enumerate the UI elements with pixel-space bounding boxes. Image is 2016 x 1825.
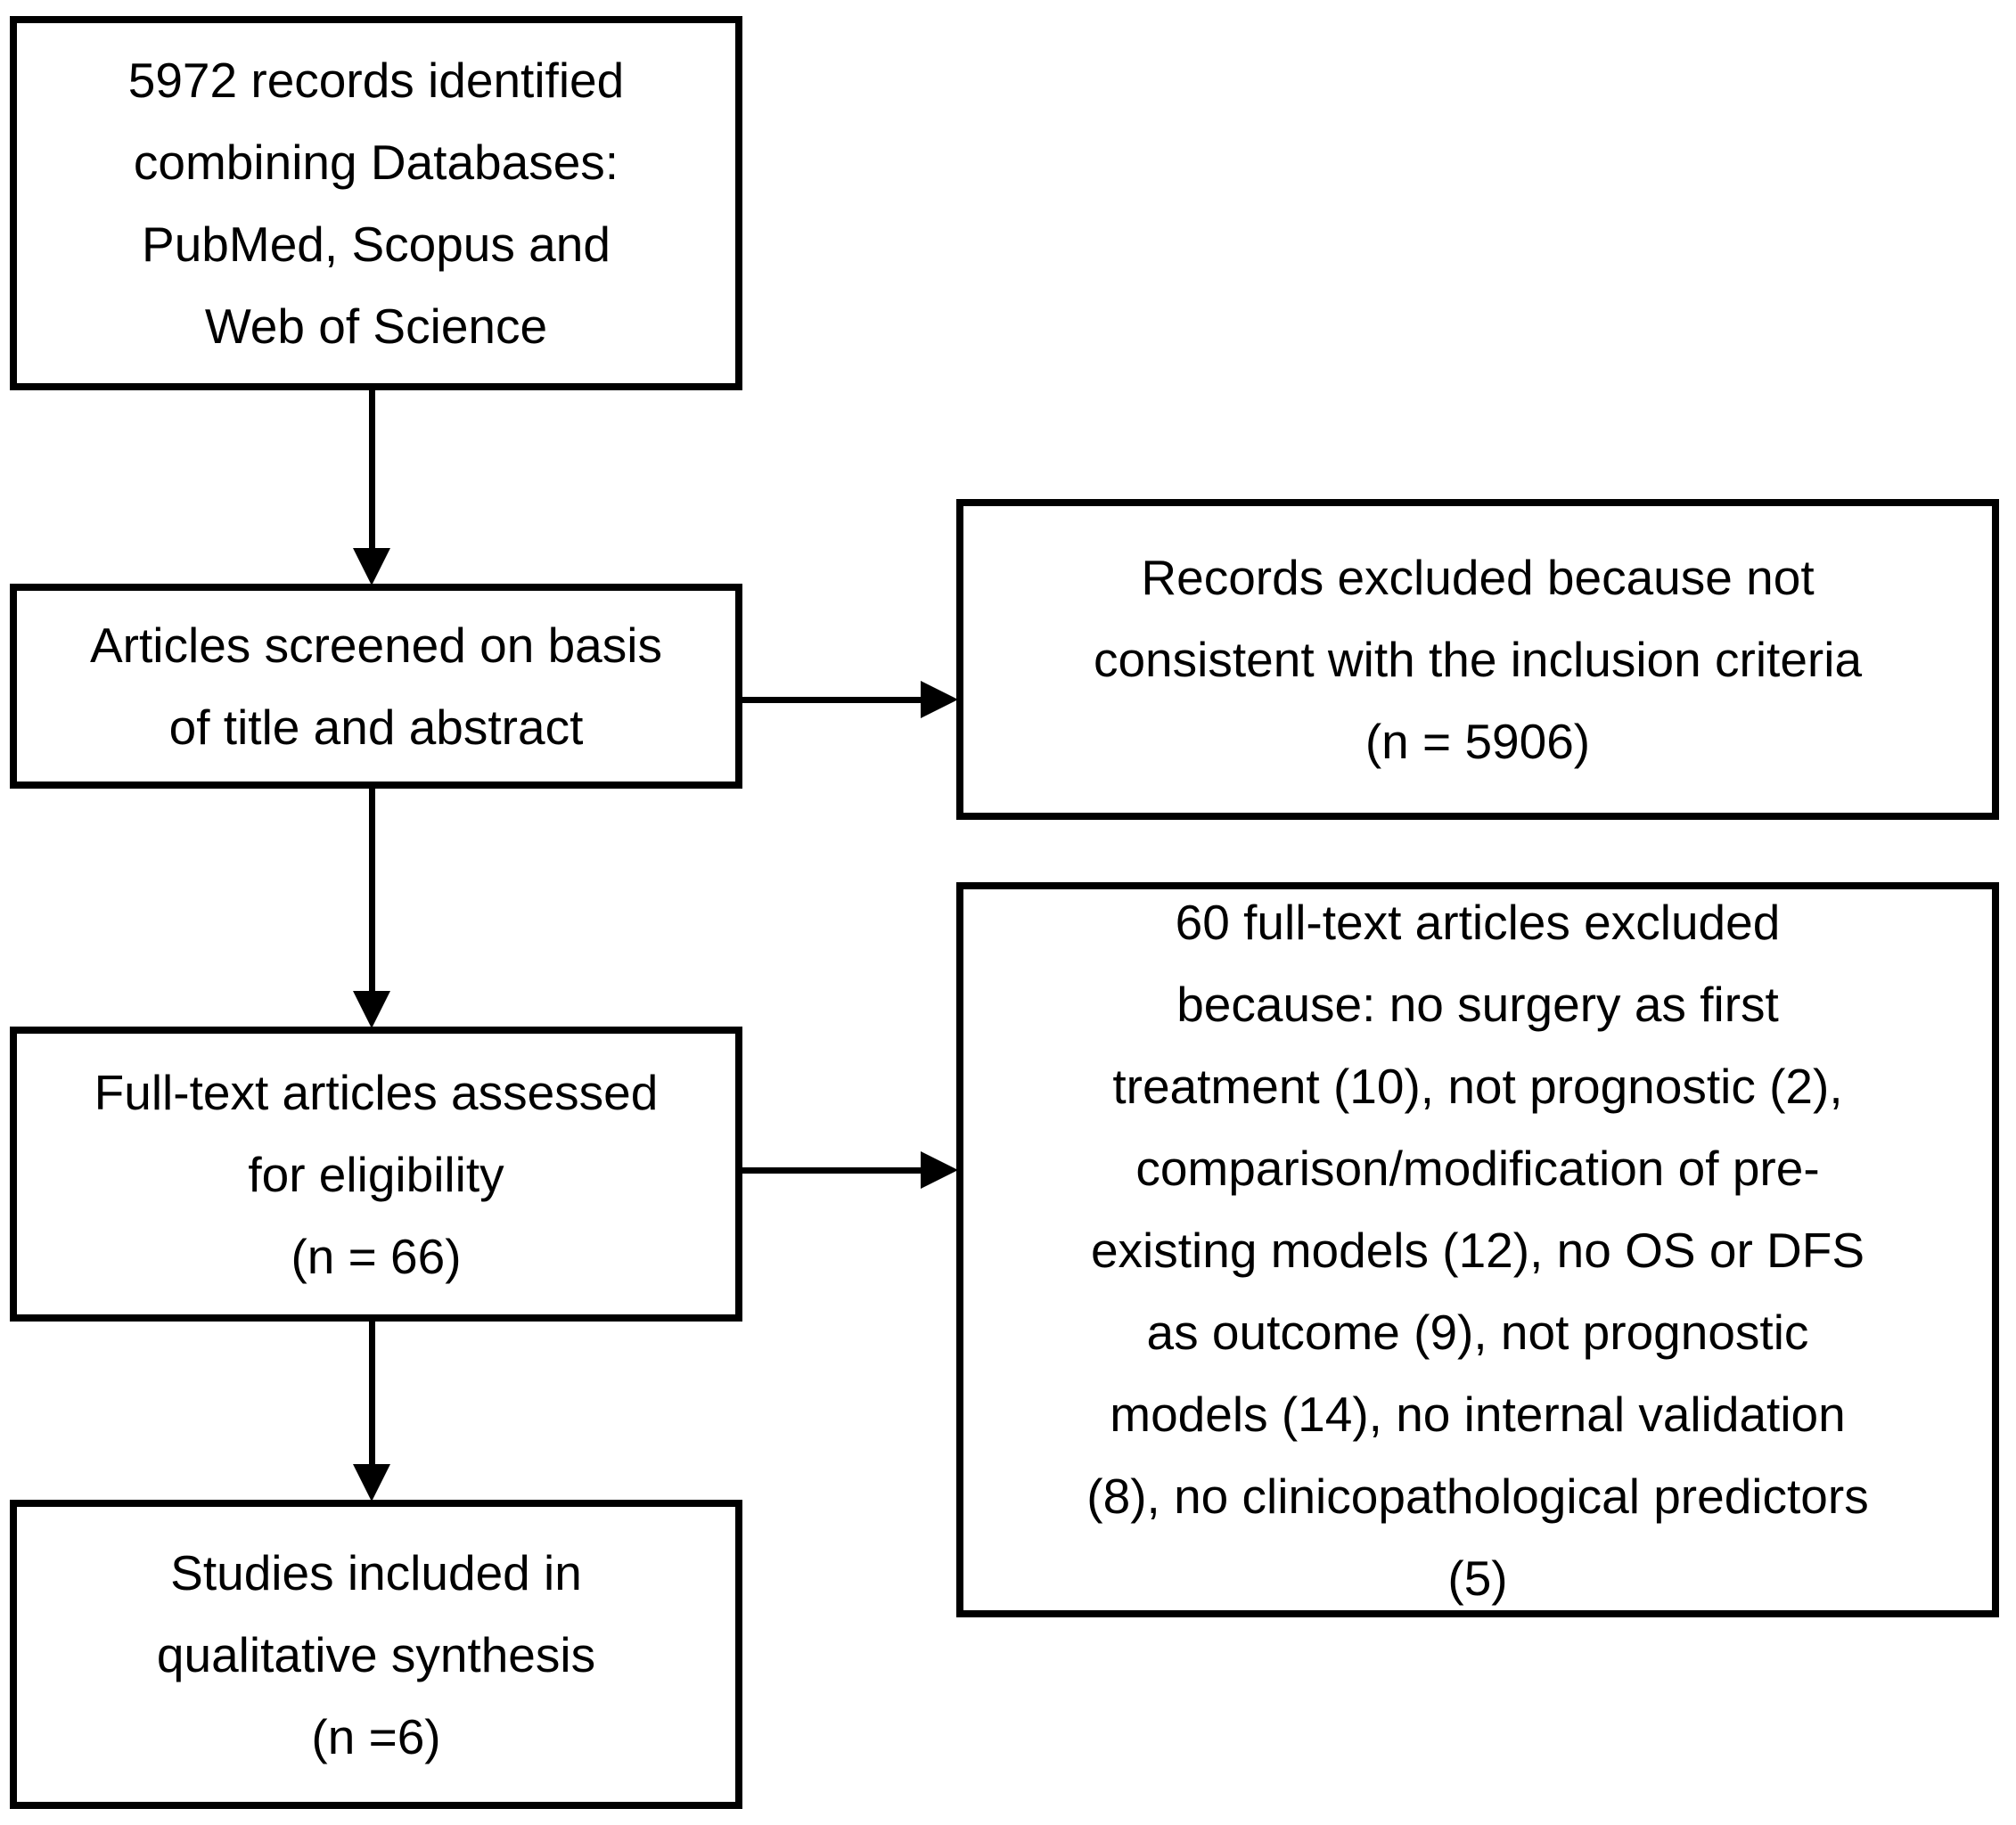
flow-box-included: Studies included in qualitative synthesi… [10, 1500, 742, 1809]
arrow-line [369, 787, 375, 993]
flow-box-excluded-fulltext: 60 full-text articles excluded because: … [956, 882, 1999, 1617]
box-text-line: consistent with the inclusion criteria [1093, 632, 1863, 687]
box-text-line: Records excluded because not [1141, 550, 1815, 605]
right-arrowhead-icon [921, 681, 958, 718]
box-text-line: (n = 5906) [1364, 714, 1591, 769]
arrow-line [369, 1322, 375, 1466]
arrow-line [742, 697, 923, 703]
arrow-line [369, 389, 375, 550]
box-text-line: PubMed, Scopus and [142, 217, 611, 272]
flow-box-screening: Articles screened on basis of title and … [10, 584, 742, 789]
box-text-line: existing models (12), no OS or DFS [1090, 1222, 1865, 1278]
flow-box-eligibility: Full-text articles assessed for eligibil… [10, 1027, 742, 1322]
box-text-line: as outcome (9), not prognostic [1146, 1304, 1809, 1360]
box-text-line: because: no surgery as first [1176, 976, 1779, 1032]
box-text-line: Web of Science [204, 299, 548, 354]
flow-box-identification: 5972 records identified combining Databa… [10, 16, 742, 390]
down-arrowhead-icon [353, 548, 390, 585]
box-text-line: (8), no clinicopathological predictors [1086, 1468, 1869, 1524]
arrow-line [742, 1167, 923, 1174]
box-text-line: treatment (10), not prognostic (2), [1112, 1058, 1843, 1114]
box-text-line: combining Databases: [133, 135, 619, 190]
box-text-line: (n = 66) [291, 1228, 462, 1284]
box-text-line: comparison/modification of pre- [1135, 1140, 1820, 1196]
down-arrowhead-icon [353, 991, 390, 1028]
box-text-line: for eligibility [248, 1146, 504, 1202]
down-arrowhead-icon [353, 1464, 390, 1502]
box-text-line: (n =6) [311, 1708, 441, 1764]
box-text-line: Studies included in [170, 1544, 582, 1600]
flow-box-excluded-screening: Records excluded because not consistent … [956, 499, 1999, 820]
box-text-line: 60 full-text articles excluded [1175, 894, 1781, 950]
box-text-line: Articles screened on basis [90, 618, 662, 673]
box-text-line: (5) [1447, 1550, 1508, 1606]
right-arrowhead-icon [921, 1151, 958, 1189]
box-text-line: qualitative synthesis [156, 1626, 596, 1682]
box-text-line: Full-text articles assessed [94, 1064, 659, 1120]
box-text-line: 5972 records identified [127, 53, 625, 108]
box-text-line: of title and abstract [168, 700, 584, 755]
box-text-line: models (14), no internal validation [1110, 1386, 1846, 1442]
